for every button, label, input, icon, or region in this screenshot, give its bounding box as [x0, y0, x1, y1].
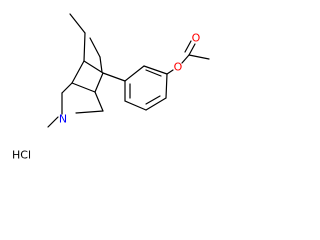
bond [143, 65, 168, 75]
bond [181, 54, 190, 64]
bond [145, 95, 161, 105]
bond [124, 100, 147, 111]
structure-canvas: O O N HCl [0, 0, 217, 163]
bond [47, 116, 59, 128]
bond [165, 73, 168, 99]
bond [188, 54, 210, 60]
bond [102, 72, 126, 82]
bond [124, 65, 145, 82]
bond [94, 72, 104, 93]
bond [61, 82, 73, 94]
bond [184, 40, 192, 53]
bond [69, 13, 86, 34]
bond [99, 56, 103, 73]
bond [145, 69, 162, 77]
bond [75, 110, 104, 114]
bond [94, 91, 104, 112]
bond [83, 32, 86, 62]
bond [71, 82, 96, 93]
bond [83, 60, 104, 74]
molecule-structure: O O N HCl [12, 13, 210, 162]
bond [188, 43, 196, 56]
oxygen-ester-label: O [174, 61, 183, 74]
bond [71, 60, 85, 84]
bond [166, 69, 174, 75]
bond [89, 37, 101, 58]
bond [145, 97, 167, 111]
nitrogen-label: N [59, 113, 67, 126]
oxygen-carbonyl-label: O [192, 32, 201, 45]
hcl-label: HCl [12, 149, 31, 162]
